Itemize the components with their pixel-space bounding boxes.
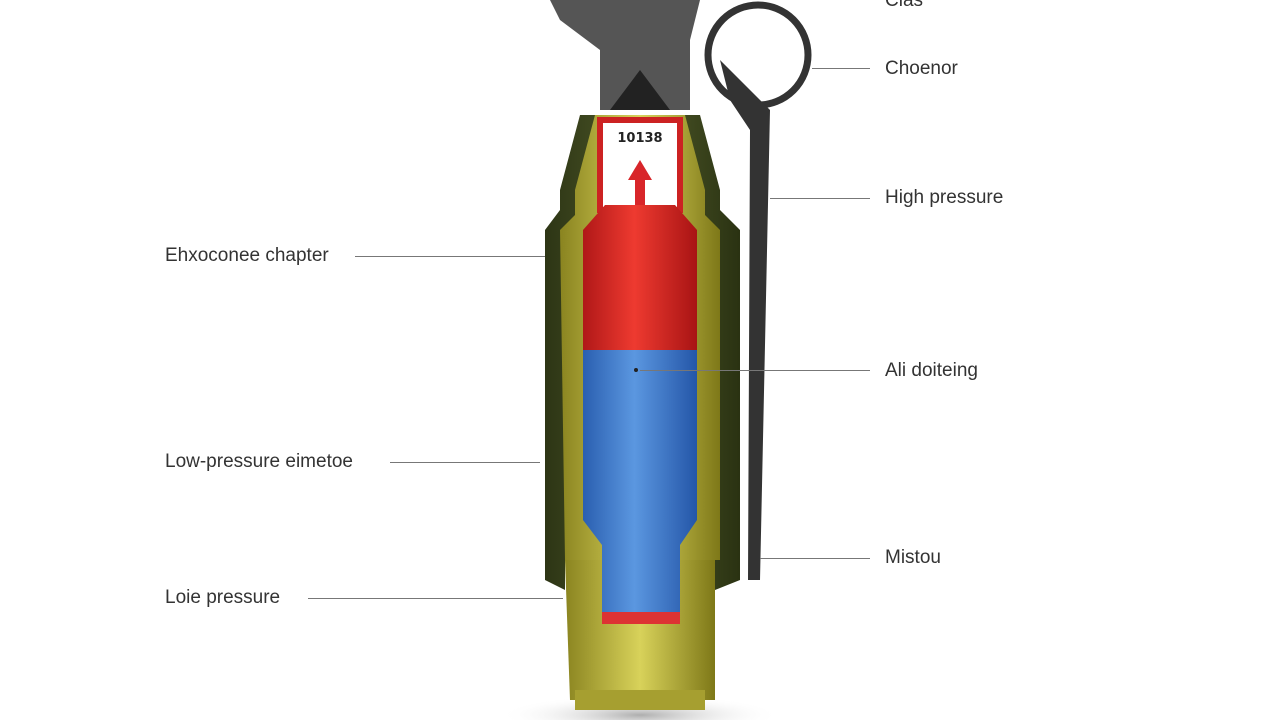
label-ali-doiteing: Ali doiteing	[885, 360, 978, 381]
leader-line	[640, 370, 870, 371]
base-thread	[575, 690, 705, 710]
leader-line	[760, 558, 870, 559]
label-mistou: Mistou	[885, 547, 941, 568]
fuze-head	[550, 0, 700, 110]
chamber-seal	[602, 612, 680, 624]
fuze-cap	[610, 70, 670, 110]
label-loie-pressure: Loie pressure	[165, 587, 281, 608]
high-pressure-chamber	[583, 205, 697, 350]
label-low-pressure-eimetoe: Low-pressure eimetoe	[165, 451, 353, 472]
pressure-arrow-icon	[628, 160, 652, 205]
leader-line	[308, 598, 563, 599]
leader-line	[390, 462, 540, 463]
label-choenor: Choenor	[885, 58, 958, 79]
leader-line	[355, 256, 545, 257]
label-high-pressure: High pressure	[885, 187, 1004, 208]
leader-line	[812, 68, 870, 69]
chamber-marking: 10138	[617, 131, 662, 146]
safety-lever	[720, 60, 770, 580]
label-clas: Clas	[885, 0, 924, 11]
low-pressure-chamber	[583, 350, 697, 615]
leader-line	[770, 198, 870, 199]
pull-ring	[704, 1, 812, 109]
label-ehxoconee-chapter: Ehxoconee chapter	[165, 245, 329, 266]
